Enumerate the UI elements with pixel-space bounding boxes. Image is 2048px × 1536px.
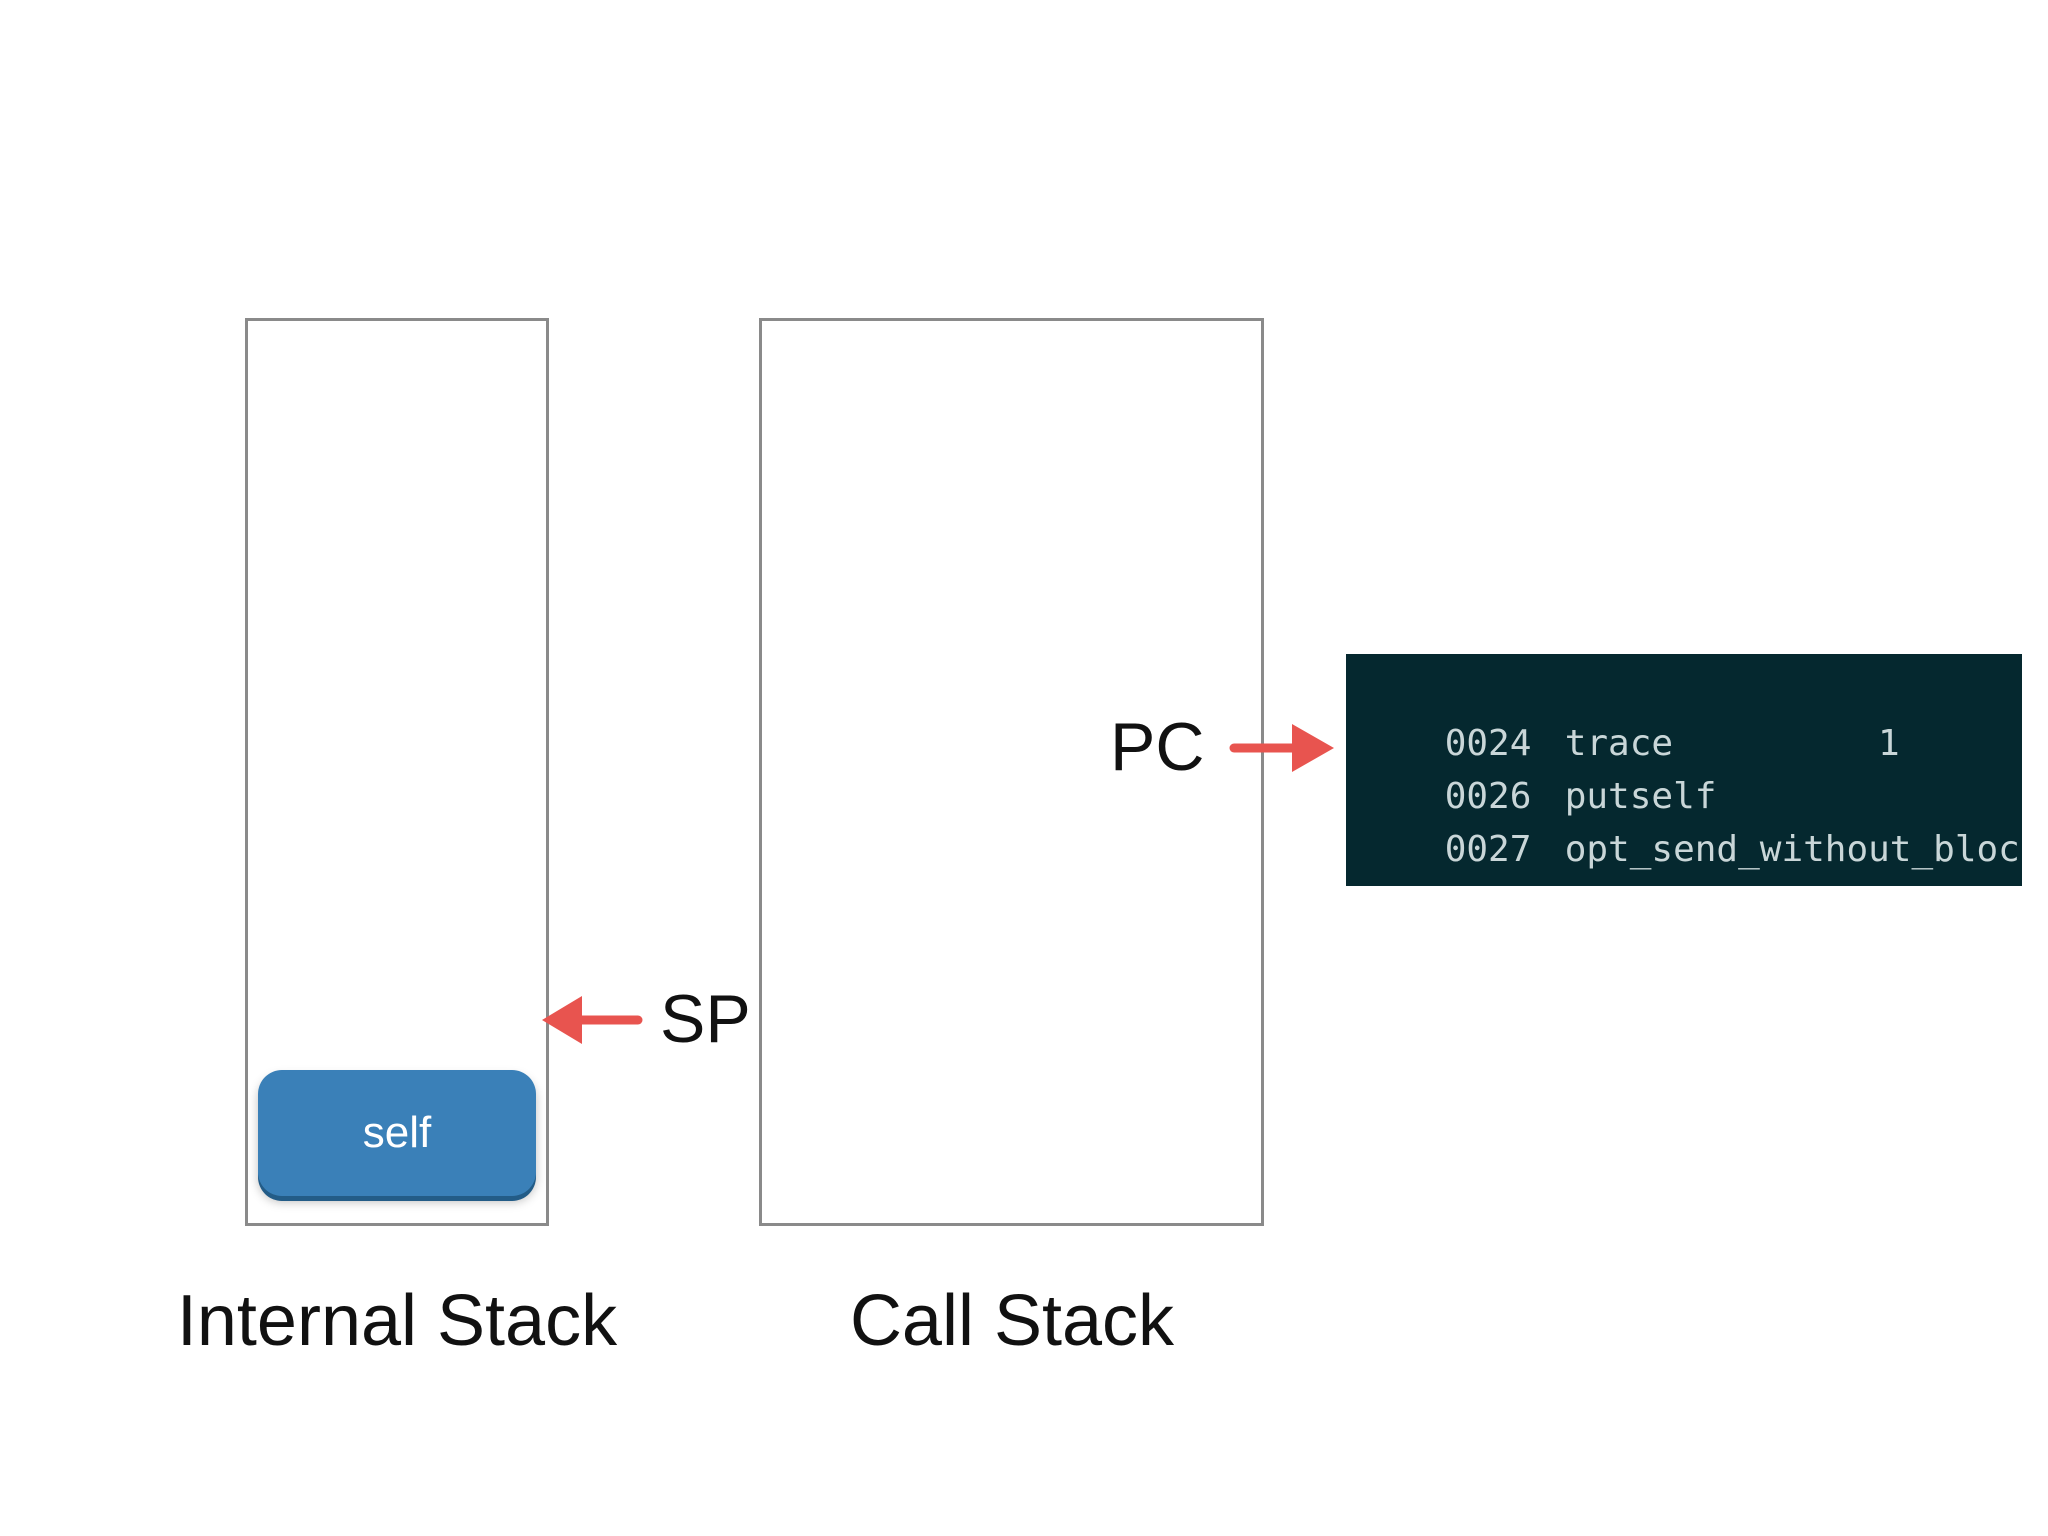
internal-stack-box (245, 318, 549, 1226)
code-address: 0026 (1444, 776, 1532, 817)
code-line-0030: 0030leave (1358, 823, 2022, 886)
code-address: 0030 (1445, 876, 1565, 886)
code-instruction: trace (1564, 723, 1674, 764)
code-operand: 1 (1878, 723, 1900, 764)
pc-arrow-icon (1229, 724, 1334, 772)
stack-item-self: self (258, 1070, 536, 1196)
code-line-0024: 0024 trace 1 (1358, 664, 2022, 764)
sp-label: SP (660, 981, 751, 1057)
code-instruction: opt_send_without_block (1564, 829, 2022, 870)
code-address: 0027 (1444, 829, 1532, 870)
sp-arrow-icon (542, 996, 643, 1044)
call-stack-caption: Call Stack (849, 1281, 1175, 1361)
code-line-0027: 0027 opt_send_without_block (1358, 770, 2022, 870)
pc-label: PC (1110, 709, 1205, 785)
code-address: 0024 (1444, 723, 1532, 764)
call-stack-box (759, 318, 1264, 1226)
pc-arrow-head (1292, 724, 1334, 772)
code-line-0026: 0026 putself (1358, 717, 2022, 817)
bytecode-listing: 0024 trace 1 0026 putself 0027 opt_send_with… (1346, 654, 2022, 886)
code-instruction: putself (1564, 776, 1717, 817)
sp-arrow-head (542, 996, 582, 1044)
code-instruction: leave (1565, 876, 1673, 886)
internal-stack-caption: Internal Stack (176, 1281, 618, 1361)
